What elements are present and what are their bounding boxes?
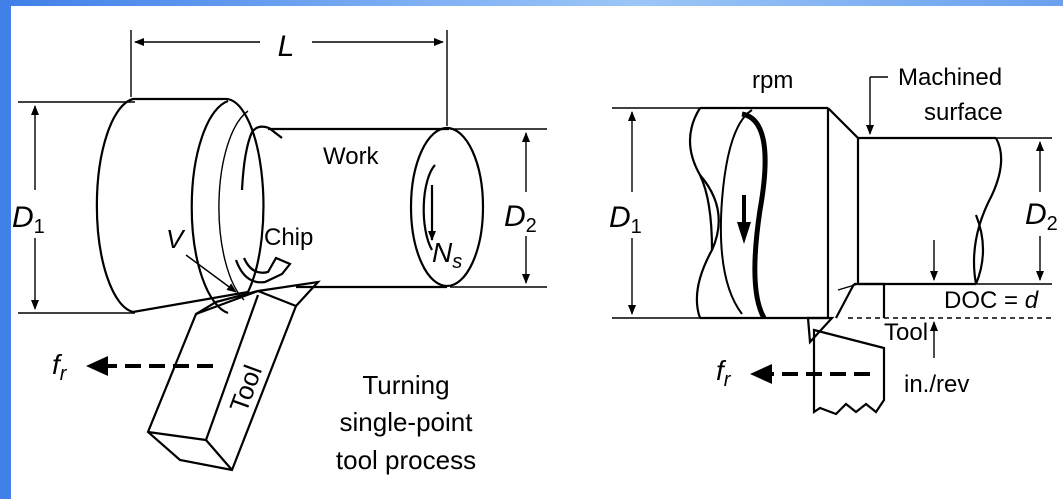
right-small-section <box>858 136 1003 286</box>
rpm-label: rpm <box>752 67 793 94</box>
left-figure: L D1 Work Ns C <box>12 30 547 475</box>
workpiece-small-cylinder: Work Ns <box>240 125 485 289</box>
right-d1-label: D1 <box>609 201 642 238</box>
d2-dimension: D2 <box>450 128 547 288</box>
caption-line-2: single-point <box>340 407 474 437</box>
machined-line-2: surface <box>924 99 1003 126</box>
doc-dimension: DOC = d <box>848 240 1052 358</box>
caption: Turning single-point tool process <box>336 370 476 475</box>
right-d1-dimension: D1 <box>609 107 710 319</box>
feed-rate-label: in./rev <box>904 371 969 398</box>
spindle-label: Ns <box>432 237 462 273</box>
chip: Chip V <box>166 224 313 293</box>
right-figure: D1 rpm Machined surface <box>609 64 1058 416</box>
d2-label: D2 <box>504 200 537 237</box>
feed-arrow: fr <box>52 349 213 385</box>
feed-label: fr <box>52 349 68 385</box>
work-label: Work <box>323 143 380 170</box>
right-feed-label: fr <box>716 355 732 391</box>
d1-label: D1 <box>12 201 45 238</box>
chip-label: Chip <box>264 224 313 251</box>
cutting-tool: Tool <box>146 280 321 472</box>
d1-dimension: D1 <box>12 101 135 314</box>
caption-line-1: Turning <box>362 370 449 400</box>
right-feed-arrow: fr in./rev <box>716 355 969 398</box>
right-d2-dimension: D2 <box>976 137 1058 285</box>
machined-surface-callout: Machined surface <box>866 64 1003 135</box>
length-label: L <box>278 30 295 63</box>
machined-line-1: Machined <box>898 64 1002 91</box>
length-dimension: L <box>130 30 448 126</box>
doc-label: DOC = d <box>944 287 1039 314</box>
workpiece-large-cylinder <box>95 97 265 315</box>
figure-panel <box>11 6 1063 499</box>
caption-line-3: tool process <box>336 445 476 475</box>
tool-label: Tool <box>223 361 268 416</box>
right-large-section: rpm <box>689 67 860 320</box>
right-tool: Tool <box>806 282 928 416</box>
right-d2-label: D2 <box>1025 198 1058 235</box>
velocity-label: V <box>166 224 186 254</box>
right-tool-label: Tool <box>884 319 928 346</box>
